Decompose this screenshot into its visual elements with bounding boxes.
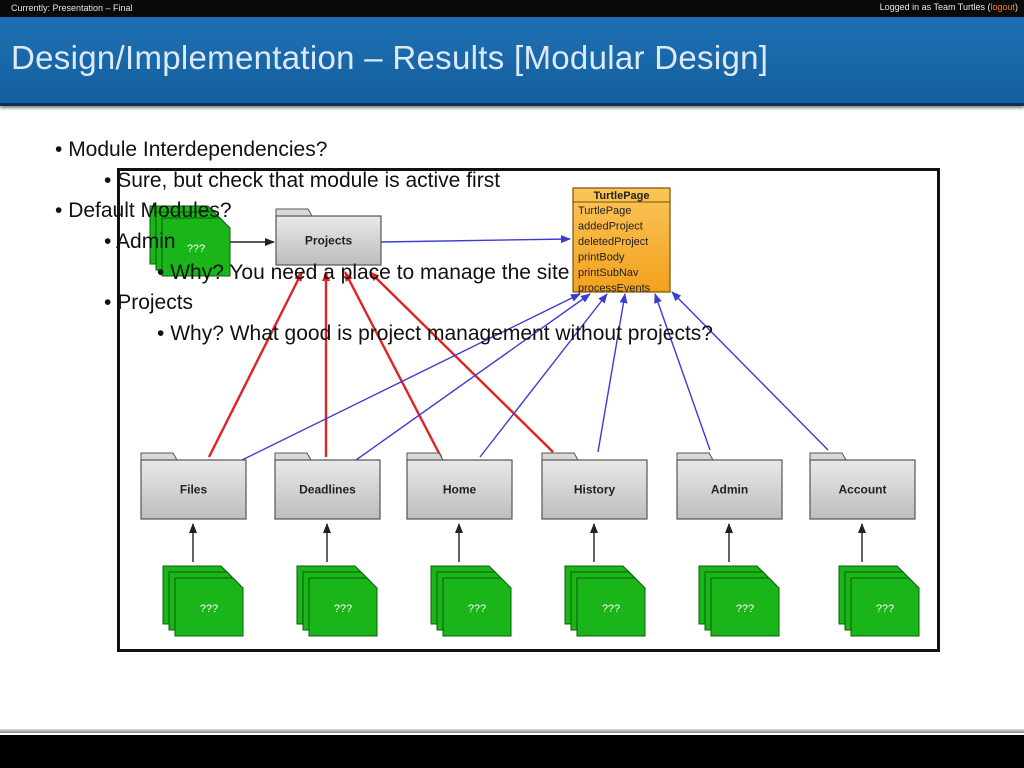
files-stack: ??? xyxy=(162,565,244,637)
history-folder: History xyxy=(541,452,648,520)
files-folder: Files xyxy=(140,452,247,520)
projects-stack-label: ??? xyxy=(187,243,205,255)
deadlines-folder: Deadlines xyxy=(274,452,381,520)
logout-link[interactable]: logout xyxy=(990,2,1015,12)
home-folder: Home xyxy=(406,452,513,520)
history-to-class-arrow xyxy=(597,293,628,453)
account-stack-label: ??? xyxy=(876,603,894,615)
footer-bar xyxy=(0,735,1024,768)
files-to-class-arrow xyxy=(241,293,581,461)
home-folder-label: Home xyxy=(443,483,477,497)
account-to-class-arrow xyxy=(671,291,829,451)
turtlepage-class-box: TurtlePageTurtlePageaddedProjectdeletedP… xyxy=(572,187,671,295)
account-folder-label: Account xyxy=(839,483,887,497)
files-to-projects-arrow xyxy=(207,271,304,458)
account-folder: Account xyxy=(809,452,916,520)
title-banner: Design/Implementation – Results [Modular… xyxy=(0,17,1024,106)
home-to-projects-arrow xyxy=(343,271,443,458)
class-member: printBody xyxy=(578,252,625,264)
admin-folder-label: Admin xyxy=(711,483,748,497)
projects-folder-label: Projects xyxy=(305,234,353,248)
files-folder-label: Files xyxy=(180,483,208,497)
files-stack-label: ??? xyxy=(200,603,218,615)
projects-to-class-arrow xyxy=(380,235,571,244)
admin-to-class-arrow xyxy=(654,293,711,451)
deadlines-to-class-arrow xyxy=(355,293,591,461)
admin-folder: Admin xyxy=(676,452,783,520)
account-stack: ??? xyxy=(838,565,920,637)
diagram-frame xyxy=(117,168,940,652)
projects-folder: Projects xyxy=(275,208,382,266)
login-status: Logged in as Team Turtles (logout) xyxy=(880,2,1018,12)
class-box-title: TurtlePage xyxy=(593,190,649,202)
home-to-class-arrow xyxy=(479,293,608,458)
history-stack-label: ??? xyxy=(602,603,620,615)
top-status-bar: Currently: Presentation – Final Logged i… xyxy=(0,0,1024,17)
admin-stack: ??? xyxy=(698,565,780,637)
deadlines-stack-label: ??? xyxy=(334,603,352,615)
admin-stack-label: ??? xyxy=(736,603,754,615)
login-suffix: ) xyxy=(1015,2,1018,12)
footer-divider xyxy=(0,729,1024,733)
login-prefix: Logged in as Team Turtles ( xyxy=(879,2,991,12)
projects-stack: ??? xyxy=(149,205,231,277)
class-member: TurtlePage xyxy=(578,205,631,217)
history-folder-label: History xyxy=(574,483,616,497)
home-stack: ??? xyxy=(430,565,512,637)
slide-title: Design/Implementation – Results [Modular… xyxy=(11,39,769,76)
history-stack: ??? xyxy=(564,565,646,637)
class-member: printSubNav xyxy=(578,267,639,279)
presentation-status: Currently: Presentation – Final xyxy=(11,3,133,13)
class-member: deletedProject xyxy=(578,236,648,248)
home-stack-label: ??? xyxy=(468,603,486,615)
deadlines-folder-label: Deadlines xyxy=(299,483,356,497)
class-member: addedProject xyxy=(578,221,643,233)
class-member: processEvents xyxy=(578,283,651,295)
history-to-projects-arrow xyxy=(369,271,554,453)
deadlines-stack: ??? xyxy=(296,565,378,637)
